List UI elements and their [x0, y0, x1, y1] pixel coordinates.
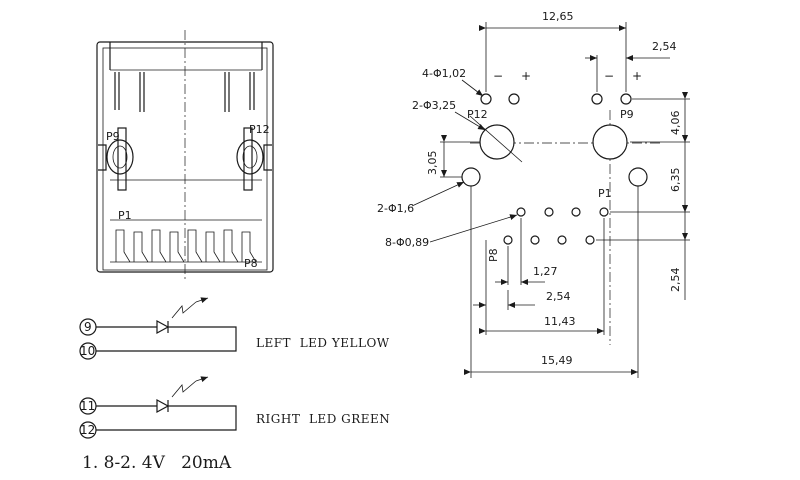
dim-4-06: 4,06 — [669, 111, 682, 136]
led-right — [236, 127, 272, 191]
left-led-label: LEFT LED YELLOW — [256, 336, 390, 350]
led-spec-text: 1. 8-2. 4V 20mA — [82, 453, 232, 473]
led-hole-right-minus — [591, 93, 603, 105]
led-left — [98, 127, 134, 191]
callout-big-holes: 2-Φ3,25 — [412, 99, 456, 112]
dim-11-43: 11,43 — [544, 315, 576, 328]
polarity-plus-left: + — [521, 69, 531, 83]
dim-2-54-bottom: 2,54 — [546, 290, 571, 303]
dim-6-35: 6,35 — [669, 168, 682, 193]
pcb-footprint: − + − + P12 P9 P1 P8 12,65 2,54 4,06 6,3… — [377, 10, 690, 378]
pin-12-number: 12 — [80, 423, 95, 437]
pin-11-number: 11 — [80, 399, 95, 413]
polarity-minus-left: − — [493, 69, 503, 83]
fp-label-p9: P9 — [620, 108, 634, 121]
contact-pins — [110, 229, 262, 263]
led-leads — [114, 72, 255, 112]
fp-label-p8: P8 — [487, 248, 500, 262]
led-schematic-left: 9 10 LEFT LED YELLOW — [79, 297, 390, 360]
led-hole-left-plus — [508, 93, 520, 105]
pin-9-number: 9 — [84, 320, 92, 334]
diode-symbol-right — [156, 398, 170, 414]
dim-1-27: 1,27 — [533, 265, 558, 278]
light-arrow-left — [171, 301, 197, 319]
front-label-p8: P8 — [244, 257, 258, 270]
dim-3-05: 3,05 — [426, 151, 439, 176]
fp-label-p1: P1 — [598, 187, 612, 200]
polarity-plus-right: + — [632, 69, 642, 83]
dim-12-65: 12,65 — [542, 10, 574, 23]
light-arrow-right — [171, 380, 197, 398]
fp-label-p12: P12 — [467, 108, 488, 121]
mounting-hole-left — [479, 124, 515, 160]
connector-front-view: P9 P12 P1 P8 — [96, 30, 274, 280]
locator-hole-left — [461, 167, 481, 187]
right-led-label: RIGHT LED GREEN — [256, 412, 390, 426]
front-label-p9: P9 — [106, 130, 120, 143]
led-hole-left-minus — [480, 93, 492, 105]
mounting-hole-right — [592, 124, 628, 160]
dim-2-54-right: 2,54 — [669, 268, 682, 293]
callout-led-holes: 4-Φ1,02 — [422, 67, 466, 80]
led-schematic-right: 11 12 RIGHT LED GREEN — [79, 376, 390, 439]
signal-pin-holes — [503, 207, 609, 245]
locator-hole-right — [628, 167, 648, 187]
front-label-p1: P1 — [118, 209, 132, 222]
polarity-minus-right: − — [604, 69, 614, 83]
callout-mount-holes: 2-Φ1,6 — [377, 202, 414, 215]
led-hole-right-plus — [620, 93, 632, 105]
diode-symbol-left — [156, 319, 170, 335]
callout-pin-holes: 8-Φ0,89 — [385, 236, 429, 249]
front-label-p12: P12 — [249, 123, 270, 136]
pin-10-number: 10 — [80, 344, 95, 358]
dim-15-49: 15,49 — [541, 354, 573, 367]
dim-2-54-top: 2,54 — [652, 40, 677, 53]
